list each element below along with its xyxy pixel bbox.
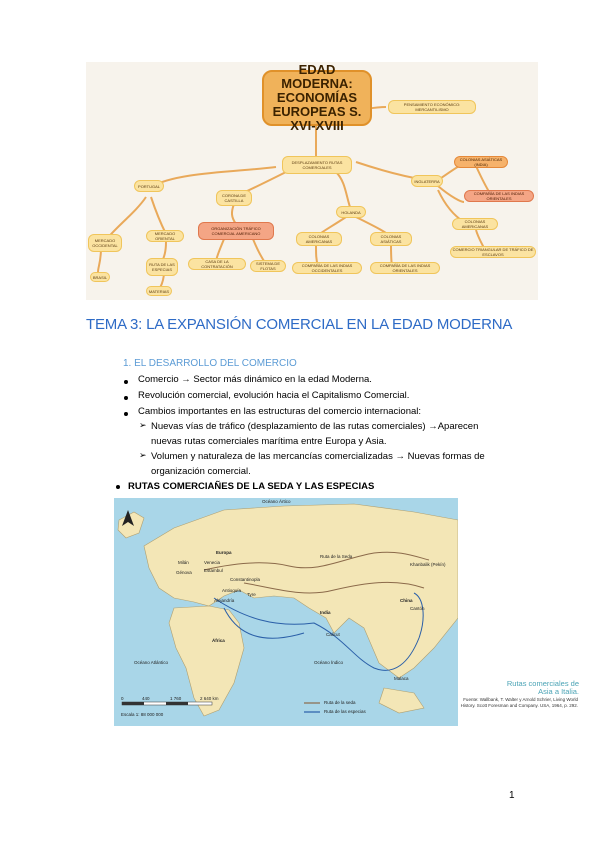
map-label: Europa <box>216 550 232 555</box>
mindmap-node-organizacion: ORGANIZACIÓN TRÁFICO COMERCIAL AMERICANO <box>198 222 274 240</box>
map-label: Ruta de la Seda <box>320 554 353 559</box>
mindmap-node-colonias-asiaticas: COLONIAS ASIÁTICAS <box>370 232 412 246</box>
mindmap-node-compania-occidentales: COMPAÑÍA DE LAS INDIAS OCCIDENTALES <box>292 262 362 274</box>
map-label: Cantón <box>410 606 425 611</box>
mindmap-node-compania-orientales-inglaterra: COMPAÑÍA DE LAS INDIAS ORIENTALES <box>464 190 534 202</box>
mindmap-node-colonias-americanas: COLONIAS AMERICANAS <box>296 232 342 246</box>
mindmap-node-mercado-occidental: MERCADO OCCIDENTAL <box>88 234 122 252</box>
map-label: Antioquía <box>222 588 242 593</box>
map-heading: RUTAS COMERCIAÑES DE LA SEDA Y LAS ESPEC… <box>128 481 375 492</box>
mindmap-node-pensamiento: PENSAMIENTO ECONÓMICO: MERCANTILISMO <box>388 100 476 114</box>
scale-label: 0 <box>121 696 124 701</box>
mindmap-node-comercio-triangular: COMERCIO TRIANGULAR DE TRÁFICO DE ESCLAV… <box>450 246 536 258</box>
subbullet-continuation: nuevas rutas comerciales marítima entre … <box>151 436 387 447</box>
map-label: Océano Índico <box>314 660 344 665</box>
map-label: India <box>320 610 331 615</box>
bullet-item: Revolución comercial, evolución hacia el… <box>138 390 410 401</box>
trade-routes-map: Océano Ártico Europa Milán Venecia Génov… <box>114 498 458 726</box>
map-label: Tyre <box>247 592 256 597</box>
map-drawing <box>117 503 458 717</box>
map-caption: Rutas comerciales de Asia a Italia. <box>506 679 579 696</box>
map-label: Venecia <box>204 560 221 565</box>
mindmap-node-compania-orientales-holanda: COMPAÑÍA DE LAS INDIAS ORIENTALES <box>370 262 440 274</box>
legend-label-especias: Ruta de las especias <box>324 709 366 714</box>
mindmap-node-ruta-especias: RUTA DE LAS ESPECIAS <box>146 258 178 276</box>
mindmap-node-mercado-oriental: MERCADO ORIENTAL <box>146 230 184 242</box>
subbullet-continuation: organización comercial. <box>151 466 251 477</box>
mindmap-node-holanda: HOLANDA <box>336 206 366 218</box>
arrow-bullet-icon: ➢ <box>139 420 147 430</box>
map-label: Constantinopla <box>230 577 261 582</box>
section-heading: 1. EL DESARROLLO DEL COMERCIO <box>123 358 297 369</box>
mindmap-node-inglaterra: INGLATERRA <box>411 175 443 187</box>
bullet-dot <box>124 412 128 416</box>
mindmap-node-brasil: BRASIL <box>90 272 110 282</box>
bullet-item: Cambios importantes en las estructuras d… <box>138 406 422 417</box>
map-label: China <box>400 598 413 603</box>
mindmap-node-corona: CORONA DE CASTILLA <box>216 190 252 206</box>
arrow-bullet-icon: ➢ <box>139 450 147 460</box>
map-label: Estambul <box>204 568 223 573</box>
mindmap-node-materias: MATERIAS <box>146 286 172 296</box>
mindmap-node-colonias-asiaticas-india: COLONIAS ASIÁTICAS (INDIA) <box>454 156 508 168</box>
map-label: Milán <box>178 560 189 565</box>
mindmap-node-portugal: PORTUGAL <box>134 180 164 192</box>
subbullet-item: Volumen y naturaleza de las mercancías c… <box>151 451 485 462</box>
bullet-dot <box>124 396 128 400</box>
mindmap-node-casa-contratacion: CASA DE LA CONTRATACIÓN <box>188 258 246 270</box>
map-source: Fuente: Wallbank, T. Walter y Arnold Sch… <box>460 697 578 708</box>
subbullet-item: Nuevas vías de tráfico (desplazamiento d… <box>151 421 479 432</box>
bullet-dot <box>124 380 128 384</box>
map-label: África <box>212 638 225 643</box>
scale-label: 440 <box>142 696 150 701</box>
map-label: Calicut <box>326 632 340 637</box>
scale-text: Escala 1: 88 000 000 <box>121 712 164 717</box>
bullet-item: Comercio → Sector más dinámico en la eda… <box>138 374 372 385</box>
scale-label: 1 760 <box>170 696 182 701</box>
map-label: Malaca <box>394 676 409 681</box>
map-label: Génova <box>176 570 192 575</box>
mindmap-node-desplazamiento: DESPLAZAMIENTO RUTAS COMERCIALES <box>282 156 352 174</box>
map-label: Khanbalik (Pekín) <box>410 562 446 567</box>
mindmap-main-node: EDAD MODERNA: ECONOMÍAS EUROPEAS S. XVI-… <box>262 63 372 133</box>
map-label: Océano Ártico <box>262 499 291 504</box>
mindmap-image: EDAD MODERNA: ECONOMÍAS EUROPEAS S. XVI-… <box>86 62 538 300</box>
map-label: Alejandría <box>214 598 235 603</box>
scale-label: 2 640 km <box>200 696 219 701</box>
bullet-dot <box>116 485 120 489</box>
page-title: TEMA 3: LA EXPANSIÓN COMERCIAL EN LA EDA… <box>86 316 513 333</box>
legend-label-seda: Ruta de la seda <box>324 700 356 705</box>
mindmap-node-sistema-flotas: SISTEMA DE FLOTAS <box>250 260 286 272</box>
mindmap-node-colonias-americanas-ing: COLONIAS AMERICANAS <box>452 218 498 230</box>
page-number: 1 <box>509 790 515 801</box>
map-label: Océano Atlántico <box>134 660 169 665</box>
